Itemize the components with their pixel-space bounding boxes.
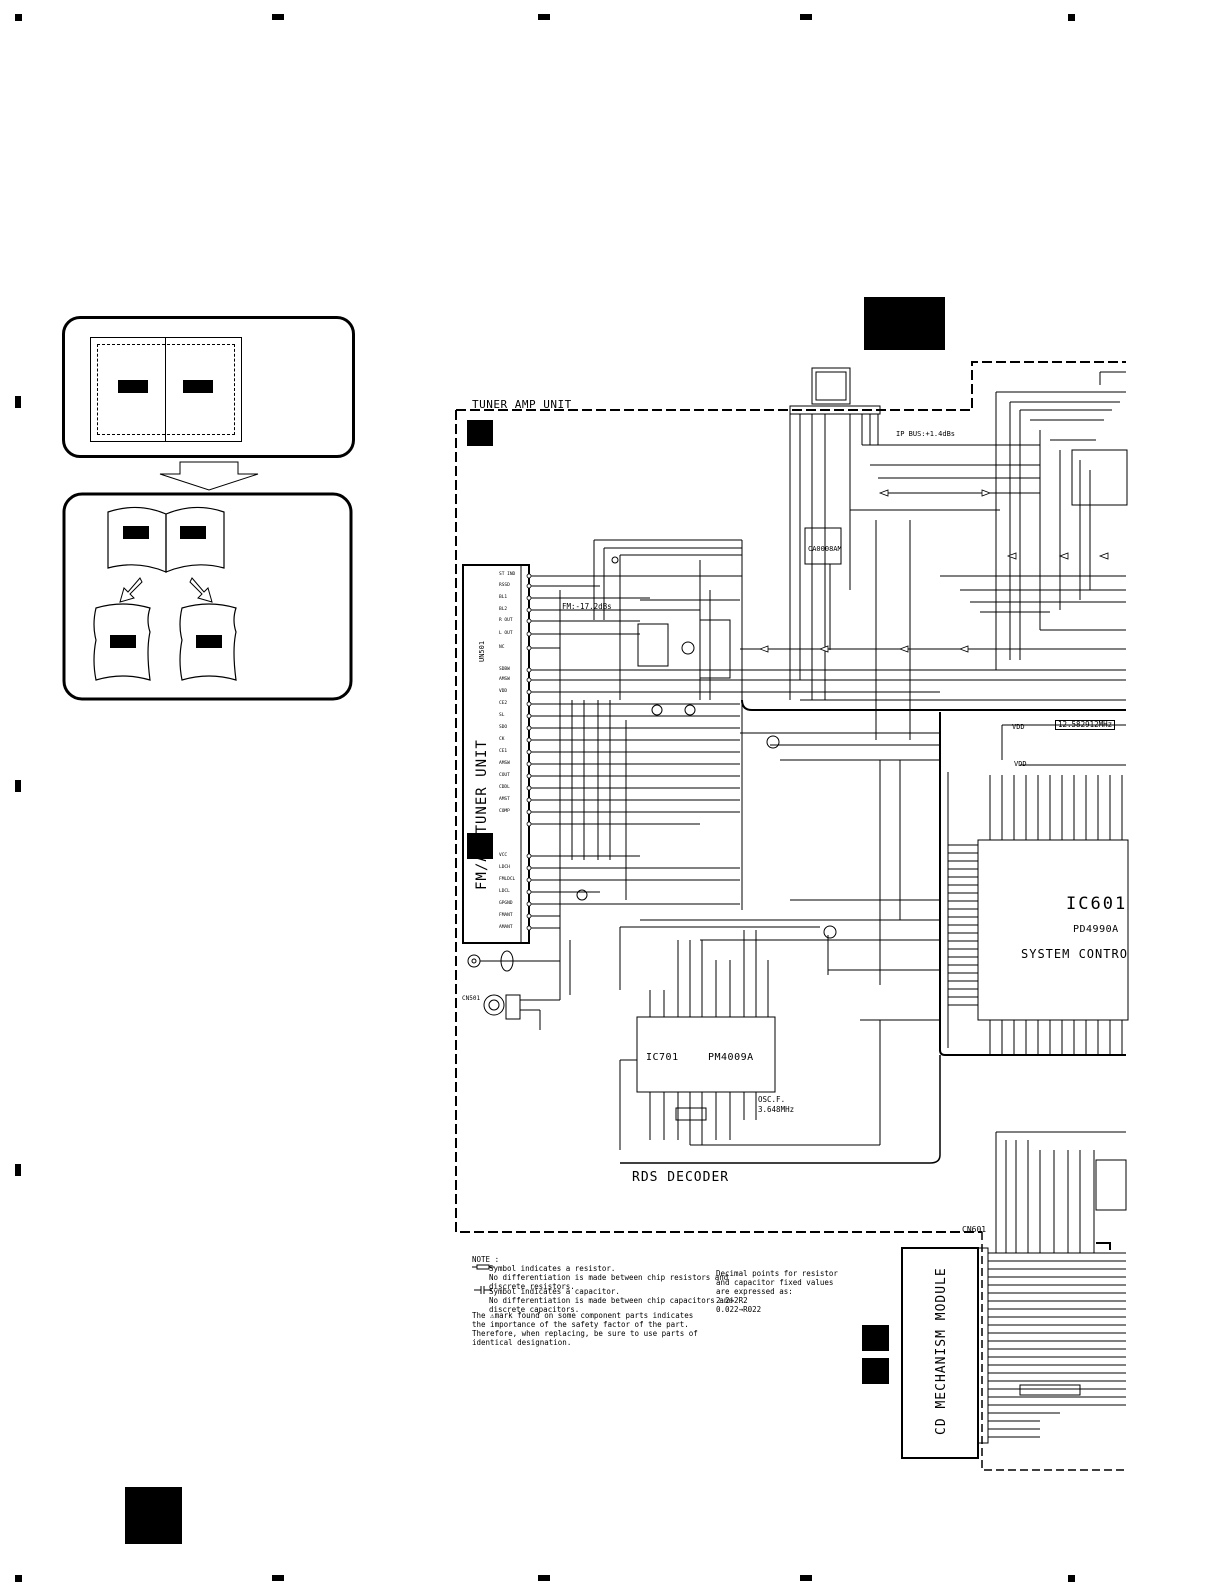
redacted-block bbox=[118, 380, 148, 393]
redacted-block bbox=[467, 833, 493, 859]
tuner-pin-label: FMANT bbox=[499, 913, 513, 918]
tuner-pin-label: CDDL bbox=[499, 785, 510, 790]
registration-mark bbox=[15, 1164, 21, 1176]
ic401-part: CA0008AM bbox=[808, 545, 842, 553]
registration-mark bbox=[272, 1575, 284, 1581]
tuner-pin-label: AMSW bbox=[499, 677, 510, 682]
registration-mark bbox=[538, 14, 550, 20]
tuner-pin-label: AMANT bbox=[499, 925, 513, 930]
redacted-page-number-block bbox=[125, 1487, 182, 1544]
tuner-pin-label: ST IND bbox=[499, 572, 516, 577]
note-title: NOTE : bbox=[472, 1255, 500, 1264]
tuner-pin-label: VCC bbox=[499, 853, 508, 858]
ic701-ref: IC701 bbox=[646, 1052, 679, 1063]
ic601-part: PD4990A bbox=[1073, 924, 1119, 935]
tuner-pin-label: COMP bbox=[499, 809, 510, 814]
redacted-block bbox=[110, 635, 136, 648]
redacted-block bbox=[180, 526, 206, 539]
tuner-pin-label: LDCL bbox=[499, 889, 510, 894]
registration-mark bbox=[272, 14, 284, 20]
osc-label: OSC.F. bbox=[758, 1095, 786, 1104]
redacted-block bbox=[123, 526, 149, 539]
tuner-pin-label: COUT bbox=[499, 773, 510, 778]
tuner-pin-label: SDO bbox=[499, 725, 508, 730]
registration-mark bbox=[15, 1575, 22, 1582]
registration-mark bbox=[15, 780, 21, 792]
registration-mark bbox=[800, 1575, 812, 1581]
tuner-pin-label: FMLDCL bbox=[499, 877, 516, 882]
tuner-pin-label: LDCH bbox=[499, 865, 510, 870]
cn601-label: CN601 bbox=[962, 1225, 987, 1234]
redacted-block bbox=[196, 635, 222, 648]
unit-label: TUNER AMP UNIT bbox=[472, 398, 572, 411]
redacted-title-block bbox=[864, 297, 945, 350]
redacted-block bbox=[862, 1358, 889, 1384]
redacted-block bbox=[862, 1325, 889, 1351]
tuner-pin-label: R OUT bbox=[499, 618, 513, 623]
tuner-pin-label: SDBW bbox=[499, 667, 510, 672]
ic701-part: PM4009A bbox=[708, 1052, 754, 1063]
cd-module-label: CD MECHANISM MODULE bbox=[934, 1267, 949, 1435]
registration-mark bbox=[15, 14, 22, 21]
ic601-ref: IC601 bbox=[1066, 894, 1128, 914]
tuner-module-label: FM/AM TUNER UNIT bbox=[474, 739, 490, 890]
redacted-block bbox=[467, 420, 493, 446]
note-resistor: Symbol indicates a resistor. No differen… bbox=[489, 1264, 729, 1291]
sheet-outline bbox=[90, 337, 242, 442]
tuner-pin-label: L OUT bbox=[499, 631, 513, 636]
rds-decoder-label: RDS DECODER bbox=[632, 1170, 730, 1185]
ic601-desc: SYSTEM CONTRO bbox=[1021, 947, 1128, 961]
note-safety: The ⚠mark found on some component parts … bbox=[472, 1311, 698, 1347]
registration-mark bbox=[1068, 1575, 1075, 1582]
tuner-pin-label: BL1 bbox=[499, 595, 508, 600]
tuner-pin-label: CE2 bbox=[499, 701, 508, 706]
note-capacitor: Symbol indicates a capacitor. No differe… bbox=[489, 1287, 733, 1314]
redacted-block bbox=[183, 380, 213, 393]
xtal-frequency: 12.582912MHz bbox=[1055, 720, 1116, 730]
registration-mark bbox=[538, 1575, 550, 1581]
sheet-dashed bbox=[97, 344, 235, 435]
tuner-pin-label: VDD bbox=[499, 689, 508, 694]
tuner-pin-label: AMSW bbox=[499, 761, 510, 766]
registration-mark bbox=[800, 14, 812, 20]
vdd-label-2: VDD bbox=[1014, 760, 1027, 768]
registration-mark bbox=[1068, 14, 1075, 21]
tuner-module-ref: UN501 bbox=[478, 640, 486, 662]
tuner-pin-label: CE1 bbox=[499, 749, 508, 754]
registration-mark bbox=[15, 396, 21, 408]
sheet-divider bbox=[165, 337, 166, 442]
tuner-pin-label: NC bbox=[499, 645, 505, 650]
tuner-pin-label: BL2 bbox=[499, 607, 508, 612]
tuner-pin-label: SL bbox=[499, 713, 505, 718]
fm-level: FM:-17.2dBs bbox=[562, 602, 612, 611]
tuner-pin-label: AMST bbox=[499, 797, 510, 802]
note-decimal: Decimal points for resistor and capacito… bbox=[716, 1269, 838, 1314]
cn501-label: CN501 bbox=[462, 995, 481, 1002]
tuner-pin-label: CK bbox=[499, 737, 505, 742]
ip-bus-note: IP BUS:+1.4dBs bbox=[896, 430, 956, 438]
osc-frequency: 3.648MHz bbox=[758, 1105, 795, 1114]
tuner-pin-label: RSSD bbox=[499, 583, 510, 588]
tuner-pin-label: GPGND bbox=[499, 901, 513, 906]
vdd-label: VDD bbox=[1012, 723, 1025, 731]
